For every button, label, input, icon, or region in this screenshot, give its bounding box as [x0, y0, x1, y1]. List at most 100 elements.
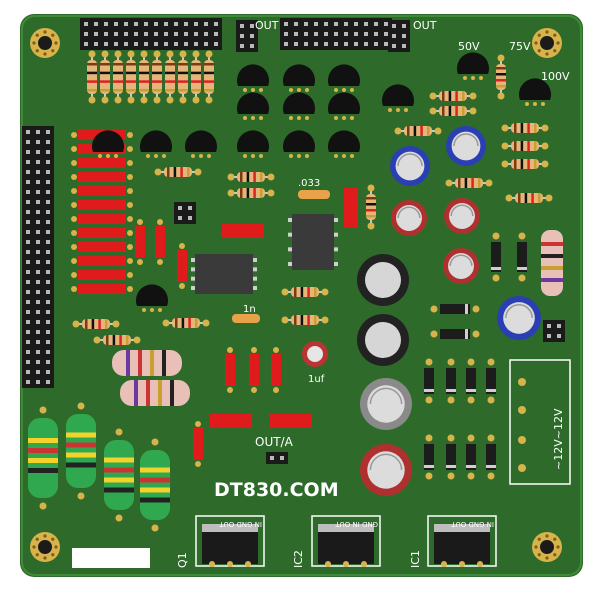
transistor — [91, 130, 124, 158]
resistor — [501, 123, 549, 133]
diode — [446, 358, 456, 404]
resistor — [72, 319, 120, 329]
terminal-pad — [518, 406, 526, 414]
regulator-ic2 — [311, 515, 381, 567]
label-pinout-q1: IN GND OUT — [219, 520, 262, 528]
top-header-mid — [280, 18, 392, 50]
inductor — [28, 406, 58, 510]
capacitor-1n — [232, 314, 260, 323]
inductor-ring — [357, 314, 409, 366]
resistor-top — [126, 50, 136, 104]
terminal-pad — [518, 464, 526, 472]
top-header-out-left — [236, 20, 258, 52]
inductor-ring — [357, 254, 409, 306]
header-out-a — [266, 452, 288, 464]
transistor — [140, 130, 172, 158]
resistor-red — [71, 200, 133, 210]
label-out-top-left: OUT — [255, 19, 279, 32]
resistor — [501, 141, 549, 151]
label-ic1: IC1 — [409, 550, 422, 568]
resistor-top — [191, 50, 201, 104]
mounting-hole — [30, 28, 60, 58]
regulator-ic1 — [427, 515, 497, 567]
resistor-red — [71, 228, 133, 238]
transistor — [283, 92, 315, 120]
power-resistor — [120, 380, 190, 406]
diode — [430, 329, 480, 339]
diode — [486, 434, 496, 480]
diode — [517, 232, 527, 282]
transistor — [382, 84, 414, 112]
terminal-pad — [518, 436, 526, 444]
resistor-red — [71, 242, 133, 252]
resistor-red — [71, 186, 133, 196]
resistor-red — [71, 270, 133, 280]
resistor-top — [113, 50, 123, 104]
header-right — [543, 320, 565, 342]
transistor — [236, 64, 269, 92]
resistor-red-vertical — [271, 347, 281, 393]
top-header-out-right — [388, 20, 410, 52]
capacitor-electrolytic — [360, 378, 412, 430]
diode — [486, 358, 496, 404]
transistor — [327, 130, 360, 158]
label-100v: 100V — [541, 70, 570, 83]
diode — [424, 358, 434, 404]
resistor — [429, 91, 477, 101]
capacitor-electrolytic — [497, 296, 541, 340]
resistor — [394, 126, 442, 136]
power-resistor-vertical — [541, 230, 563, 296]
diode — [491, 232, 501, 282]
resistor — [281, 287, 329, 297]
diode — [446, 434, 456, 480]
label-out-a: OUT/A — [255, 435, 294, 449]
resistor-red-vertical — [177, 243, 187, 289]
smd-resistor — [270, 414, 312, 428]
resistor-red — [71, 214, 133, 224]
diode — [466, 434, 476, 480]
label-pinout-ic1: IN GND OUT — [451, 520, 494, 528]
label-q1: Q1 — [176, 552, 189, 568]
smd-resistor — [210, 414, 252, 428]
transistor — [327, 92, 360, 120]
resistor-red — [71, 172, 133, 182]
diode — [424, 434, 434, 480]
resistor — [445, 178, 493, 188]
brand-text: DT830.COM — [214, 479, 339, 501]
resistor-red-vertical — [249, 347, 259, 393]
label-out-top-right: OUT — [413, 19, 437, 32]
resistor-red — [71, 158, 133, 168]
resistor — [501, 159, 549, 169]
inductor — [140, 438, 170, 532]
capacitor-033 — [298, 190, 330, 199]
transistor — [456, 52, 489, 80]
resistor-top — [204, 50, 214, 104]
label-plate — [72, 548, 150, 568]
inductor — [66, 402, 96, 500]
mounting-holes — [30, 28, 562, 562]
label-cap-033: .033 — [298, 178, 320, 189]
resistor-red — [71, 284, 133, 294]
components — [28, 50, 571, 568]
capacitor-electrolytic — [446, 126, 486, 166]
label-75v: 75V — [509, 40, 531, 53]
resistor — [162, 318, 210, 328]
resistor-vertical — [496, 54, 506, 100]
diode — [466, 358, 476, 404]
left-pin-header — [22, 126, 54, 388]
left-header-block — [22, 126, 54, 388]
capacitor-electrolytic — [444, 198, 480, 234]
label-pinout-ic2: GND IN OUT — [335, 520, 378, 528]
resistor-red-vertical — [155, 219, 165, 265]
resistor — [93, 335, 141, 345]
ic-dip8 — [191, 254, 257, 294]
resistor — [505, 193, 553, 203]
capacitor-electrolytic — [360, 444, 412, 496]
transistor — [327, 64, 360, 92]
resistor-top — [152, 50, 162, 104]
label-50v: 50V — [458, 40, 480, 53]
transistor — [236, 130, 269, 158]
label-cap-1uf: 1uf — [308, 374, 325, 385]
transistor — [135, 284, 168, 312]
